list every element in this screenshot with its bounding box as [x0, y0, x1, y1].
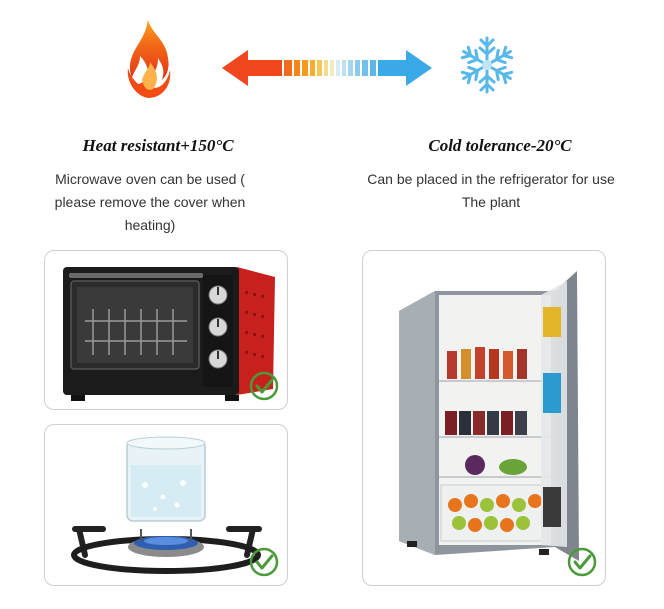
heat-resistant-description: Microwave oven can be used ( please remo… [54, 171, 246, 233]
stove-card [44, 424, 288, 586]
check-circle-icon [567, 547, 597, 577]
cold-tolerance-description: Can be placed in the refrigerator for us… [367, 171, 615, 210]
double-arrow-icon [222, 50, 432, 86]
refrigerator-card [362, 250, 606, 586]
stove-illustration [71, 436, 262, 574]
cold-tolerance-title: Cold tolerance-20°C [428, 136, 572, 155]
check-circle-icon [249, 547, 279, 577]
snowflake-icon [458, 36, 516, 94]
oven-card [44, 250, 288, 410]
refrigerator-illustration [399, 271, 579, 561]
heat-resistant-title: Heat resistant+150°C [82, 136, 234, 155]
oven-illustration [63, 267, 275, 401]
check-circle-icon [249, 371, 279, 401]
flame-icon [127, 20, 171, 98]
